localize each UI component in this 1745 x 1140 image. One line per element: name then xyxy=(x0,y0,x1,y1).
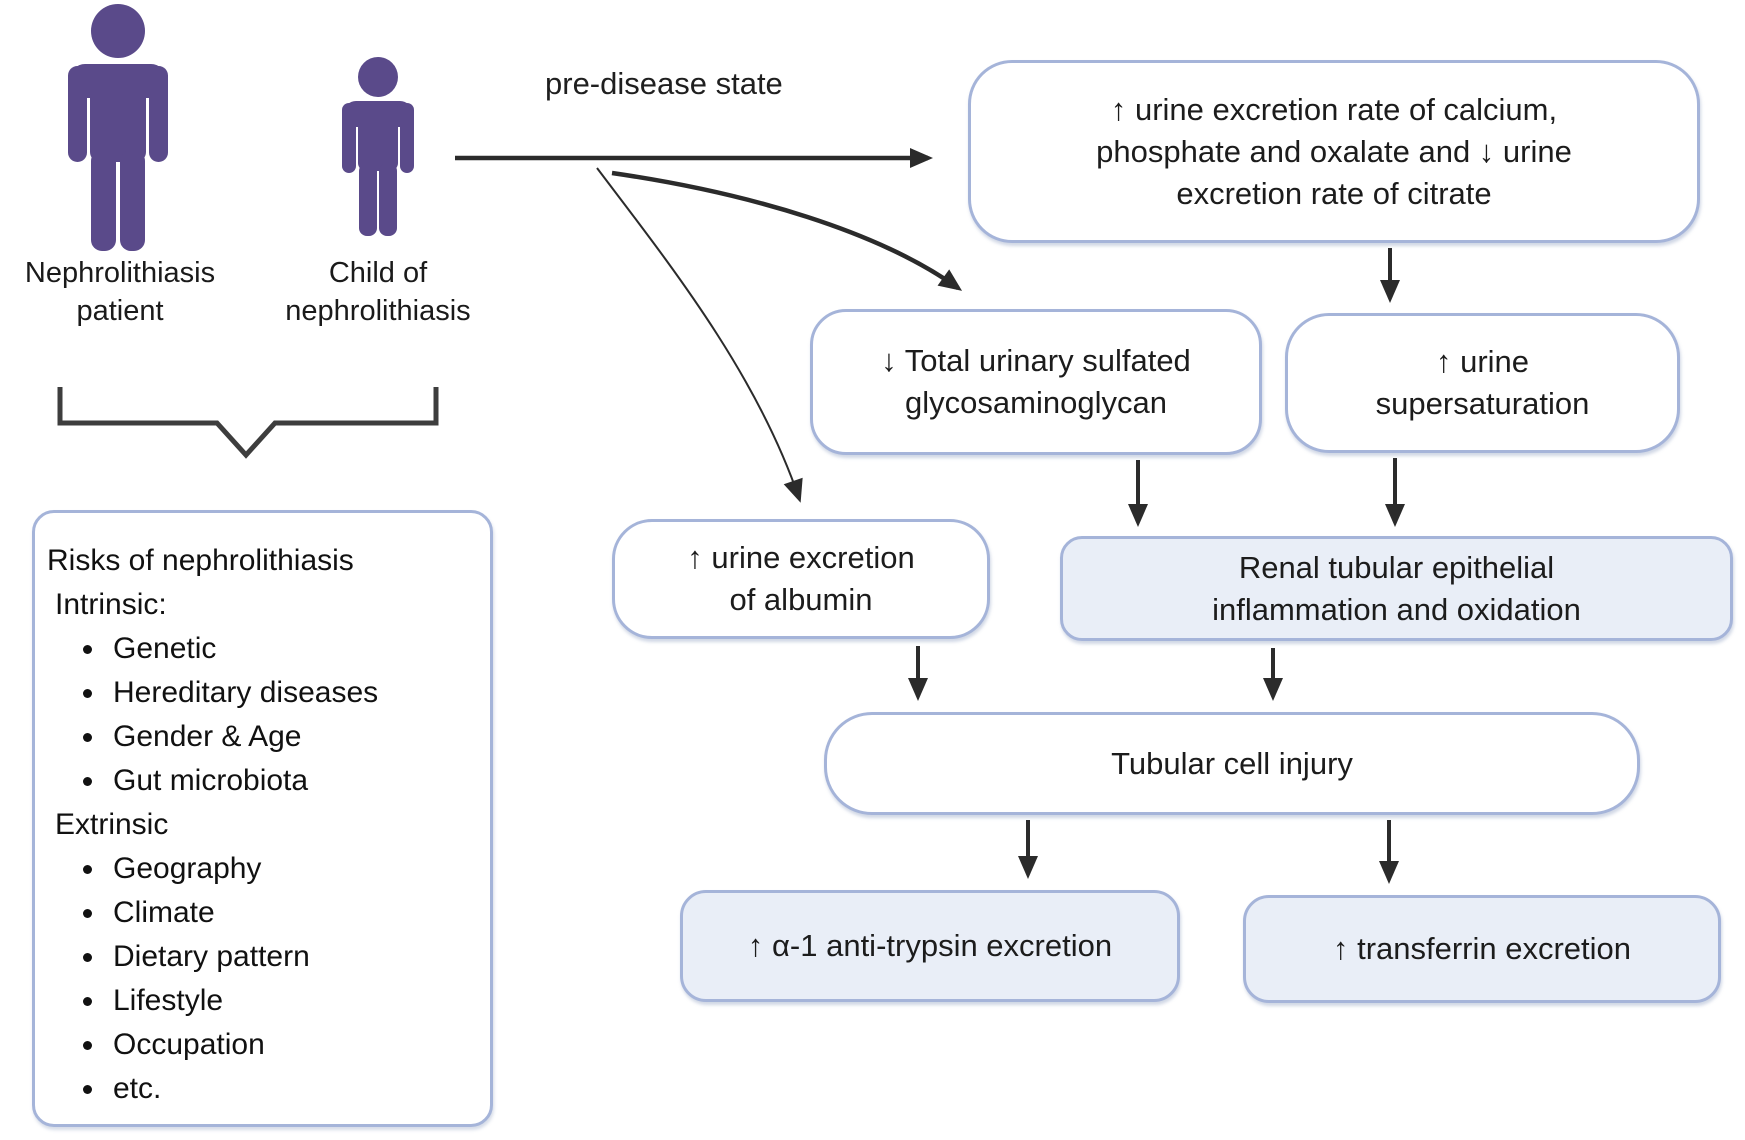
risk-item: Lifestyle xyxy=(107,979,478,1023)
risks-extrinsic-heading: Extrinsic xyxy=(55,808,169,841)
risk-item: Occupation xyxy=(107,1023,478,1067)
risk-item: Dietary pattern xyxy=(107,935,478,979)
child-person-icon xyxy=(342,57,414,236)
adult-person-icon xyxy=(68,4,168,251)
arrow-curved-to-albumin xyxy=(596,167,803,503)
box-tubular-injury: Tubular cell injury xyxy=(824,712,1640,815)
box-glycosaminoglycan: ↓ Total urinary sulfated glycosaminoglyc… xyxy=(810,309,1262,455)
risks-extrinsic-list: GeographyClimateDietary patternLifestyle… xyxy=(47,847,478,1111)
box-antitrypsin-excretion: ↑ α-1 anti-trypsin excretion xyxy=(680,890,1180,1002)
grouping-bracket xyxy=(57,387,439,459)
risk-item: Geography xyxy=(107,847,478,891)
box-urine-supersaturation: ↑ urine supersaturation xyxy=(1285,313,1680,453)
child-figure-label: Child of nephrolithiasis xyxy=(285,257,471,327)
risk-item: Gender & Age xyxy=(107,715,478,759)
box-transferrin-excretion: ↑ transferrin excretion xyxy=(1243,895,1721,1003)
risk-item: Genetic xyxy=(107,627,478,671)
risks-title: Risks of nephrolithiasis xyxy=(47,544,354,577)
box-excretion-rates: ↑ urine excretion rate of calcium, phosp… xyxy=(968,60,1700,243)
risk-item: etc. xyxy=(107,1067,478,1111)
adult-figure-label: Nephrolithiasis patient xyxy=(24,257,216,327)
risk-item: Climate xyxy=(107,891,478,935)
box-urine-albumin: ↑ urine excretion of albumin xyxy=(612,519,990,639)
pre-disease-state-label: pre-disease state xyxy=(545,66,783,101)
risk-item: Hereditary diseases xyxy=(107,671,478,715)
risks-intrinsic-heading: Intrinsic: xyxy=(55,588,167,621)
risks-panel: Risks of nephrolithiasis Intrinsic: Gene… xyxy=(32,510,493,1127)
risk-item: Gut microbiota xyxy=(107,759,478,803)
arrow-curved-to-glycosaminoglycan xyxy=(611,170,963,291)
box-renal-inflammation: Renal tubular epithelial inflammation an… xyxy=(1060,536,1733,641)
risks-intrinsic-list: GeneticHereditary diseasesGender & AgeGu… xyxy=(47,627,478,803)
